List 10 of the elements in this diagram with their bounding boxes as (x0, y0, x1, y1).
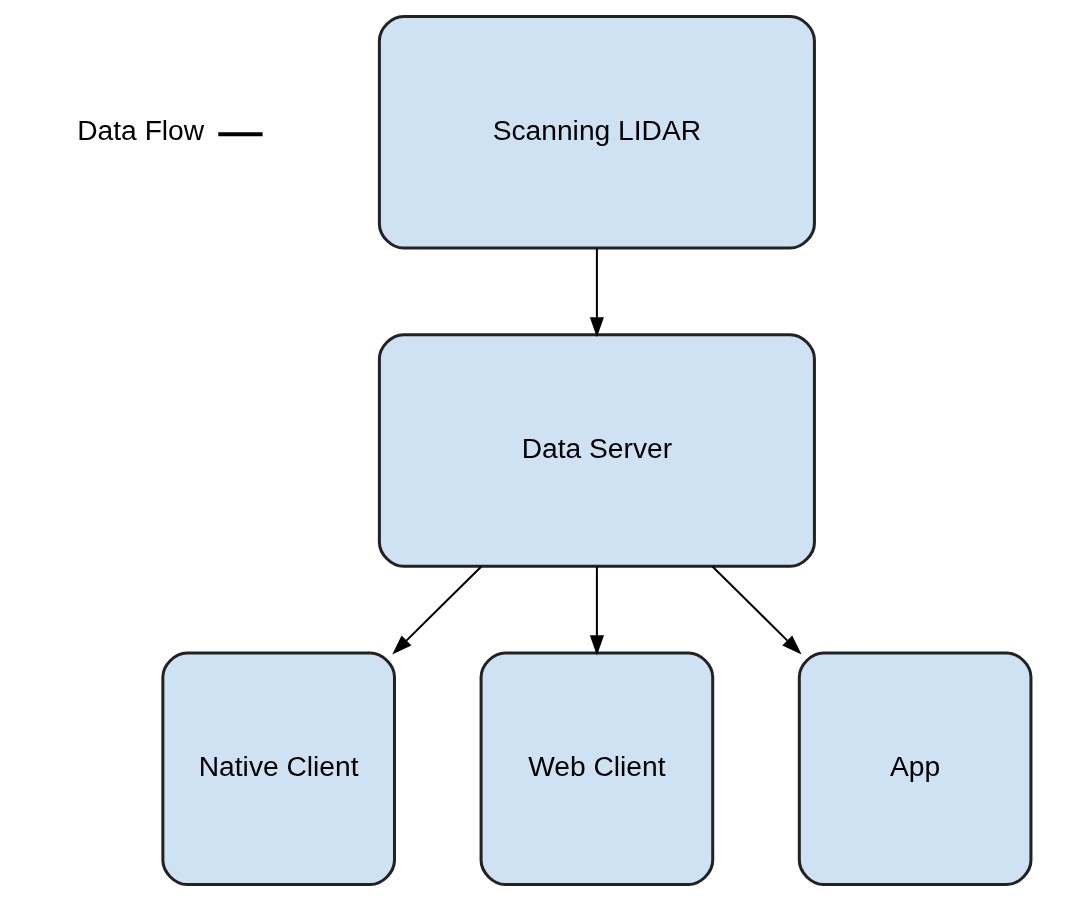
arrow (589, 566, 604, 656)
arrow (391, 566, 482, 655)
arrow (589, 248, 604, 338)
node-box: Scanning LIDAR (377, 14, 816, 250)
node-box: Data Server (377, 333, 816, 568)
legend-label: Data Flow (76, 113, 204, 146)
arrow (711, 566, 802, 655)
node-box: App (797, 651, 1032, 887)
node-box: Native Client (160, 651, 396, 887)
node-box: Web Client (479, 651, 714, 887)
